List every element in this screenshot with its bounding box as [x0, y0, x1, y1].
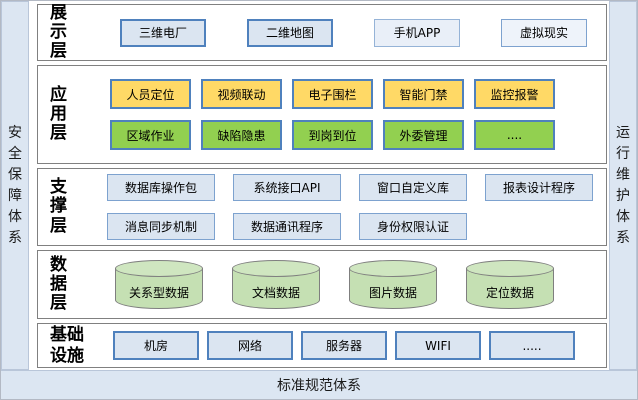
- node-monitor-alarm: 监控报警: [474, 79, 555, 109]
- layer-data: 数据层 关系型数据 文档数据: [37, 250, 607, 319]
- pillar-standards: 标准规范体系: [1, 370, 637, 399]
- pillar-operation-maintenance: 运行维护体系: [609, 1, 637, 370]
- database-cylinder-icon: [115, 260, 203, 277]
- database-cylinder-icon: [349, 260, 437, 277]
- database-cylinder-icon: [466, 260, 554, 277]
- node-3d-plant: 三维电厂: [120, 18, 206, 47]
- layer-infrastructure-label: 基础设施: [50, 325, 84, 366]
- layer-data-label: 数据层: [50, 254, 67, 314]
- node-system-api: 系统接口API: [233, 174, 341, 201]
- pillar-security-assurance: 安全保障体系: [1, 1, 29, 370]
- cylinder-positioning-data: 定位数据: [466, 260, 554, 309]
- node-outsourcing-mgmt: 外委管理: [383, 120, 464, 150]
- layer-application: 应用层 人员定位 视频联动 电子围栏 智能门禁 监控报警 区域作业 缺陷隐患 到…: [37, 65, 607, 164]
- layer-support-label: 支撑层: [50, 177, 67, 236]
- pillar-left-label: 安全保障体系: [8, 124, 22, 246]
- pillar-right-label: 运行维护体系: [616, 124, 630, 246]
- layer-presentation-label: 展示层: [50, 2, 67, 62]
- node-window-custom-lib: 窗口自定义库: [359, 174, 467, 201]
- node-on-duty: 到岗到位: [292, 120, 373, 150]
- node-2d-map: 二维地图: [247, 18, 333, 47]
- node-network: 网络: [207, 331, 293, 360]
- node-message-sync: 消息同步机制: [107, 213, 215, 240]
- layer-infrastructure: 基础设施 机房 网络 服务器 WIFI .....: [37, 323, 607, 368]
- node-identity-auth: 身份权限认证: [359, 213, 467, 240]
- node-infra-more: .....: [489, 331, 575, 360]
- layer-stack: 展示层 三维电厂 二维地图 手机APP 虚拟现实 应用层 人员定位 视频联动: [37, 2, 607, 368]
- node-wifi: WIFI: [395, 331, 481, 360]
- node-video-linkage: 视频联动: [201, 79, 282, 109]
- node-smart-access: 智能门禁: [383, 79, 464, 109]
- node-report-designer: 报表设计程序: [485, 174, 593, 201]
- pillar-bottom-label: 标准规范体系: [277, 378, 361, 394]
- cylinder-image-data: 图片数据: [349, 260, 437, 309]
- node-defect-hazard: 缺陷隐患: [201, 120, 282, 150]
- node-virtual-reality: 虚拟现实: [501, 18, 587, 47]
- layer-application-label: 应用层: [50, 84, 67, 144]
- node-server: 服务器: [301, 331, 387, 360]
- node-personnel-positioning: 人员定位: [110, 79, 191, 109]
- cylinder-relational-data: 关系型数据: [115, 260, 203, 309]
- layer-support: 支撑层 数据库操作包 系统接口API 窗口自定义库 报表设计程序 消息同步机制 …: [37, 168, 607, 246]
- database-cylinder-icon: [232, 260, 320, 277]
- node-mobile-app: 手机APP: [374, 18, 460, 47]
- node-electronic-fence: 电子围栏: [292, 79, 373, 109]
- node-machine-room: 机房: [113, 331, 199, 360]
- node-app-more: ....: [474, 120, 555, 150]
- layer-presentation: 展示层 三维电厂 二维地图 手机APP 虚拟现实: [37, 2, 607, 62]
- cylinder-document-data: 文档数据: [232, 260, 320, 309]
- node-db-operation-pkg: 数据库操作包: [107, 174, 215, 201]
- node-area-operations: 区域作业: [110, 120, 191, 150]
- node-data-comm: 数据通讯程序: [233, 213, 341, 240]
